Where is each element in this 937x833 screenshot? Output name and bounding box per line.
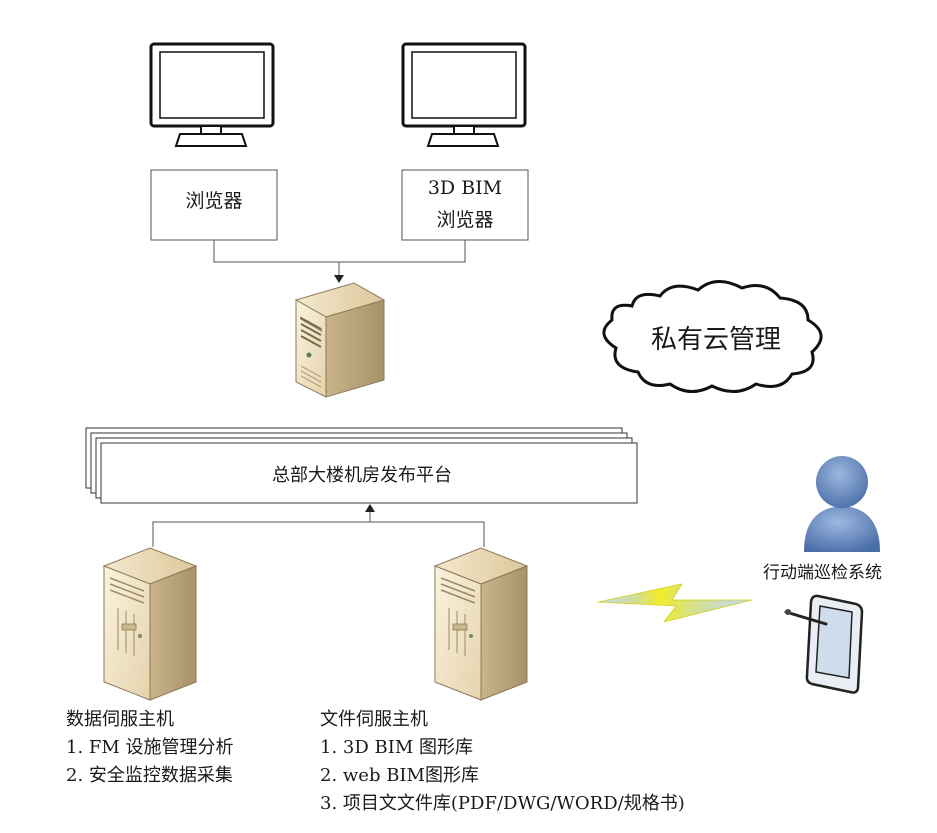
bim-browser-line: 3D BIM [427,177,503,199]
data-server-text: 数据伺服主机 1. FM 设施管理分析 2. 安全监控数据采集 [66,708,234,788]
cloud-label: 私有云管理 [651,325,782,355]
file-server-text: 文件伺服主机 1. 3D BIM 图形库 2. web BIM图形库 3. 项目… [320,708,685,816]
tablet-icon [784,594,864,694]
server-tower-icon [433,547,529,701]
mobile-label: 行动端巡检系统 [763,563,882,583]
browser-box [401,169,529,241]
browser-label: 浏览器 [185,190,243,212]
server-item: 3. 项目文文件库(PDF/DWG/WORD/规格书) [320,793,685,814]
server-title: 数据伺服主机 [66,709,174,730]
monitor-icon [149,42,275,147]
bim-browser-line: 浏览器 [436,208,494,231]
connector-line [213,240,466,263]
platform-stack [85,427,638,504]
monitor-icon [401,42,527,147]
lightning-icon [597,583,753,623]
arrow-head [334,275,344,283]
server-item: 2. 安全监控数据采集 [66,765,233,786]
user-icon [804,456,880,552]
server-item: 2. web BIM图形库 [320,765,479,786]
arrow-head [365,504,375,512]
server-title: 文件伺服主机 [320,709,428,730]
server-item: 1. 3D BIM 图形库 [320,737,473,758]
connector-line [152,521,485,547]
cloud-icon [602,280,823,393]
server-item: 1. FM 设施管理分析 [66,737,234,758]
bim-browser-label: 3D BIM 浏览器 [402,176,528,233]
platform-label: 总部大楼机房发布平台 [272,465,452,486]
server-tower-icon [294,282,386,398]
server-tower-icon [102,547,198,701]
